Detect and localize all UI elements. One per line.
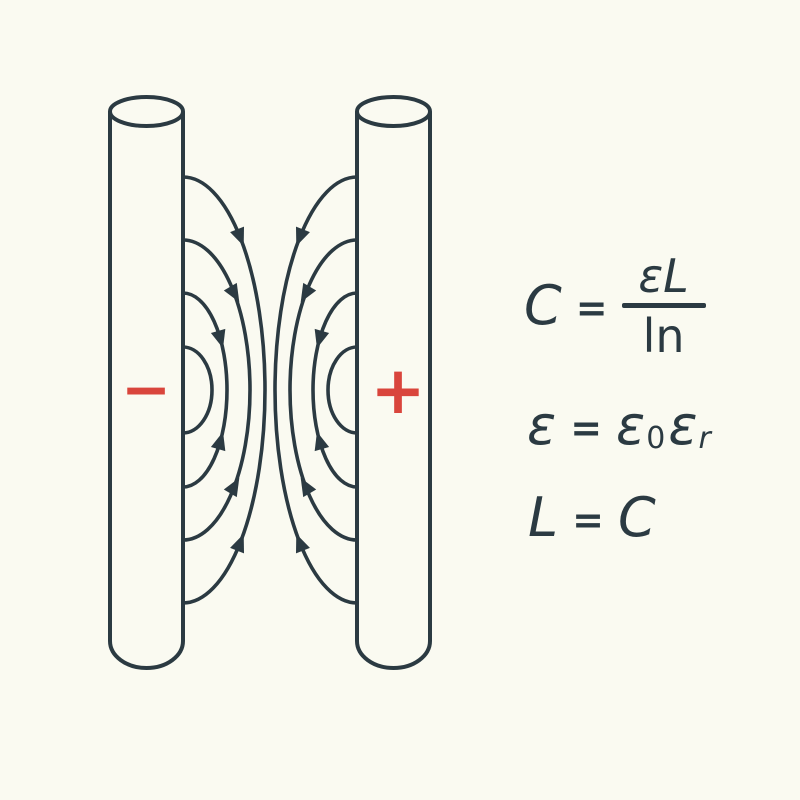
field-lines-left (181, 175, 267, 605)
equals-sign: = (575, 286, 608, 330)
field-arrowhead-icon (210, 431, 226, 452)
field-line (273, 175, 359, 605)
field-lines-right (273, 175, 359, 605)
field-arrowhead-icon (295, 226, 310, 247)
formula-lhs: C (524, 274, 562, 337)
left-cylinder (108, 95, 185, 670)
field-arrowhead-icon (230, 226, 245, 247)
positive-polarity-label: + (370, 352, 425, 429)
field-line (326, 345, 359, 435)
field-arrowheads (210, 226, 330, 554)
field-arrowhead-icon (314, 328, 330, 349)
field-arrowhead-icon (300, 477, 317, 498)
epsilon-subscript: 0 (646, 421, 666, 456)
fraction-bar (621, 303, 706, 308)
formula-lhs: ε (527, 394, 557, 457)
fraction-denominator: ln (642, 309, 685, 363)
right-cylinder-body (355, 111, 432, 670)
field-arrowhead-icon (223, 477, 240, 498)
field-line (311, 291, 359, 489)
fraction-numerator: εL (638, 249, 689, 303)
epsilon-base: ε (616, 394, 646, 457)
field-arrowhead-icon (295, 533, 310, 554)
formula-length: L = C (528, 491, 656, 545)
left-cylinder-body (108, 111, 185, 670)
equals-sign: = (572, 498, 604, 542)
field-line (181, 345, 214, 435)
left-cylinder-top (108, 95, 185, 128)
field-line (288, 238, 359, 542)
formula-capacitance: C = εL ln (524, 253, 706, 359)
field-line (181, 291, 229, 489)
field-arrowhead-icon (223, 282, 240, 303)
formula-rhs: C (617, 486, 656, 549)
field-line (181, 238, 252, 542)
field-arrowhead-icon (210, 328, 226, 349)
formula-rhs: ε 0 ε r (616, 394, 714, 457)
formula-lhs: L (528, 486, 559, 549)
field-line (181, 175, 267, 605)
right-cylinder (355, 95, 432, 670)
right-cylinder-top (355, 95, 432, 128)
field-arrowhead-icon (300, 282, 317, 303)
formula-permittivity: ε = ε 0 ε r (527, 394, 714, 457)
negative-polarity-label: − (121, 355, 171, 425)
field-arrowhead-icon (314, 431, 330, 452)
fraction: εL ln (621, 249, 706, 363)
epsilon-subscript: r (698, 421, 711, 456)
equals-sign: = (570, 406, 603, 450)
epsilon-base: ε (668, 394, 698, 457)
field-arrowhead-icon (230, 533, 245, 554)
